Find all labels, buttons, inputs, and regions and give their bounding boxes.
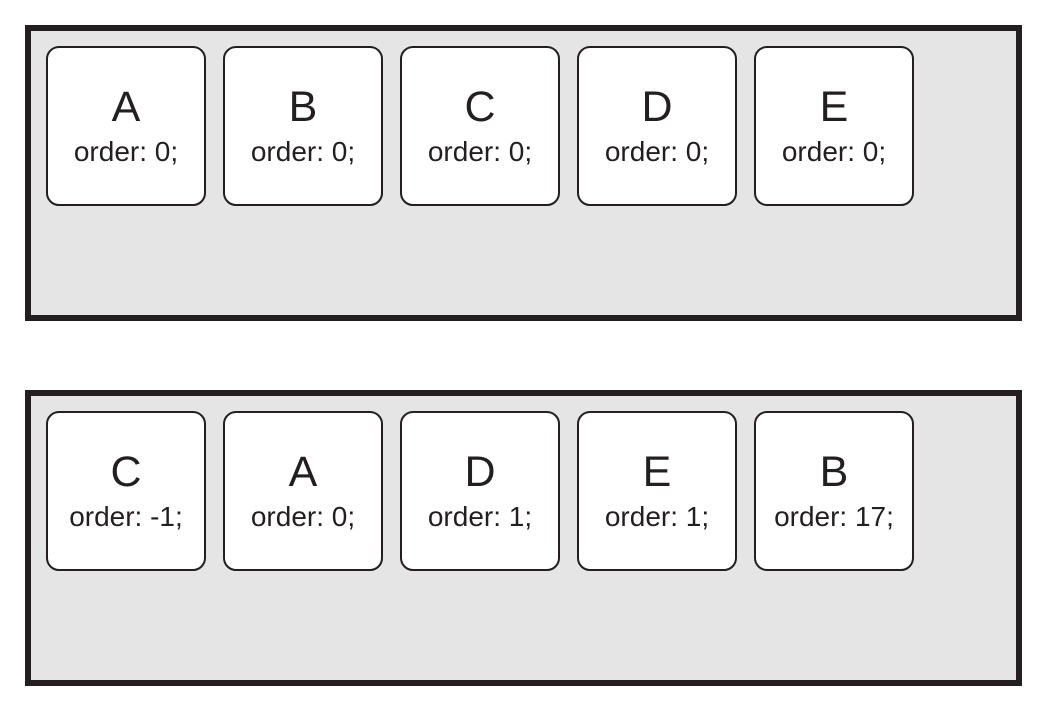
flex-item-label: B	[288, 83, 318, 131]
flex-item-a-reordered: A order: 0;	[223, 411, 383, 571]
flex-container-bottom: C order: -1; A order: 0; D order: 1; E o…	[25, 390, 1022, 686]
flex-item-d: D order: 0;	[577, 46, 737, 206]
flex-item-order-declaration: order: 0;	[250, 136, 356, 167]
flex-item-order-declaration: order: -1;	[69, 501, 183, 532]
flex-item-label: C	[110, 448, 142, 496]
flex-item-order-declaration: order: 1;	[427, 501, 533, 532]
flex-item-e-reordered: E order: 1;	[577, 411, 737, 571]
flex-item-label: D	[641, 83, 673, 131]
flex-item-order-declaration: order: 0;	[427, 136, 533, 167]
flex-item-label: E	[819, 83, 849, 131]
flex-item-order-declaration: order: 17;	[774, 501, 894, 532]
flex-item-label: B	[819, 448, 849, 496]
flex-item-a: A order: 0;	[46, 46, 206, 206]
flex-item-order-declaration: order: 0;	[250, 501, 356, 532]
flex-item-label: A	[111, 83, 141, 131]
flex-item-b: B order: 0;	[223, 46, 383, 206]
flex-item-order-declaration: order: 0;	[73, 136, 179, 167]
flex-item-order-declaration: order: 0;	[604, 136, 710, 167]
flex-item-order-declaration: order: 0;	[781, 136, 887, 167]
flex-item-order-declaration: order: 1;	[604, 501, 710, 532]
flex-item-c: C order: 0;	[400, 46, 560, 206]
flex-item-b-reordered: B order: 17;	[754, 411, 914, 571]
flex-item-c-reordered: C order: -1;	[46, 411, 206, 571]
flex-item-label: C	[464, 83, 496, 131]
flex-item-label: E	[642, 448, 672, 496]
flex-item-label: D	[464, 448, 496, 496]
flex-item-e: E order: 0;	[754, 46, 914, 206]
flex-item-d-reordered: D order: 1;	[400, 411, 560, 571]
flex-container-top: A order: 0; B order: 0; C order: 0; D or…	[25, 25, 1022, 321]
flex-item-label: A	[288, 448, 318, 496]
